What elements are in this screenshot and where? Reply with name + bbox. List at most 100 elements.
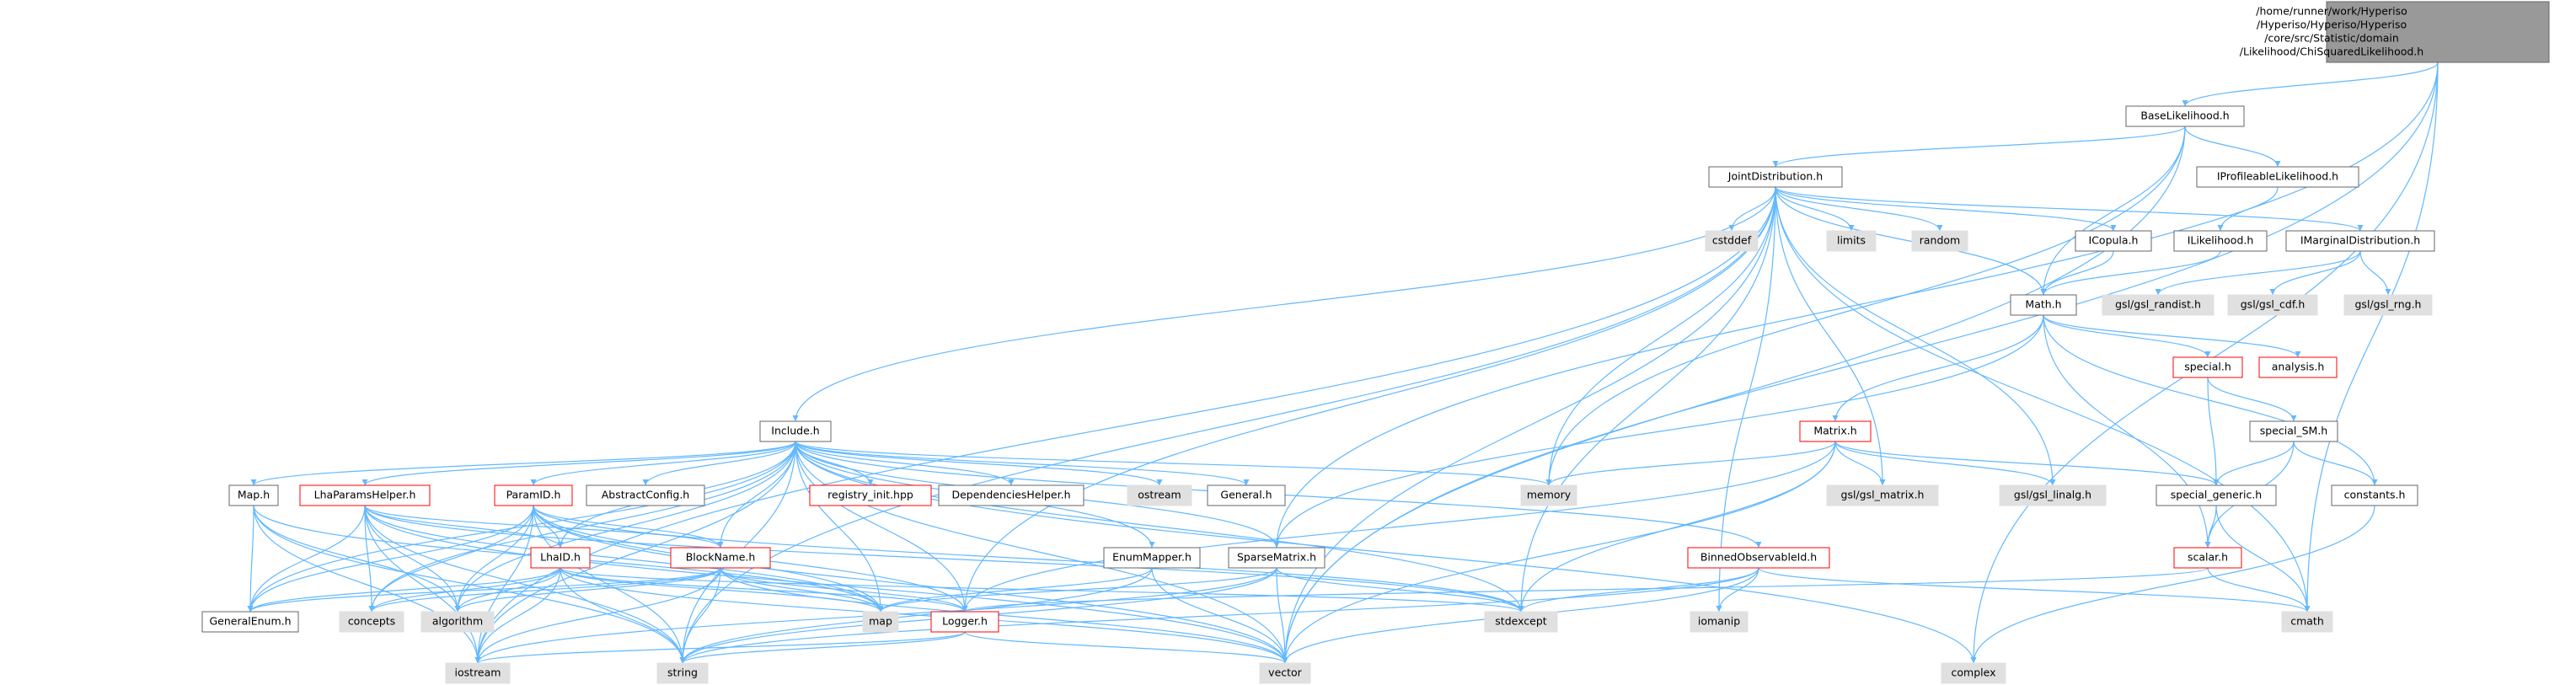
node-logger[interactable]: Logger.h <box>930 611 999 633</box>
arrowhead-mathh-to-matrix <box>1832 415 1839 421</box>
edge-include-to-iostream <box>477 441 796 664</box>
arrowhead-logger-to-vector <box>1282 657 1288 663</box>
node-label-blockname: BlockName.h <box>686 551 756 564</box>
node-analysis[interactable]: analysis.h <box>2258 356 2338 378</box>
edge-baselik-to-joint <box>1775 126 2186 168</box>
dependency-edges <box>247 62 2439 664</box>
edge-scalar-to-logger <box>964 567 2209 613</box>
edge-joint-to-cmath <box>1775 186 2308 613</box>
arrowhead-include-to-ostream <box>1156 479 1163 485</box>
edge-joint-to-random <box>1775 186 1941 232</box>
node-specialsm[interactable]: special_SM.h <box>2249 420 2338 442</box>
node-box-iostream <box>445 662 511 684</box>
arrowhead-joint-to-include <box>792 415 799 421</box>
node-box-mathh <box>2010 294 2077 316</box>
node-box-sparsematrix <box>1228 547 1325 569</box>
node-string: string <box>656 662 709 684</box>
node-label-general: General.h <box>1220 489 1272 501</box>
node-box-gslmatrix <box>1826 484 1939 506</box>
node-label-include: Include.h <box>771 425 819 437</box>
node-box-paramid <box>494 484 573 506</box>
edge-paramid-to-generalenum <box>249 505 534 613</box>
node-paramid[interactable]: ParamID.h <box>494 484 573 506</box>
node-mathh[interactable]: Math.h <box>2010 294 2077 316</box>
node-box-gslrandist <box>2102 294 2215 316</box>
edge-paramid-to-stdexcept <box>533 505 1522 613</box>
node-general[interactable]: General.h <box>1207 484 1286 506</box>
node-box-iomanip <box>1690 611 1749 633</box>
node-blockname[interactable]: BlockName.h <box>670 547 771 569</box>
edge-lhaparams-to-mapext <box>364 505 881 613</box>
node-ostream: ostream <box>1127 484 1192 506</box>
edge-joint-to-cstddef <box>1731 186 1776 232</box>
node-label-paramid: ParamID.h <box>506 489 561 501</box>
node-label-root: /Likelihood/ChiSquaredLikelihood.h <box>2240 45 2423 58</box>
node-joint[interactable]: JointDistribution.h <box>1708 166 1843 188</box>
node-registry[interactable]: registry_init.hpp <box>809 484 932 506</box>
node-root[interactable]: /home/runner/work/Hyperiso/Hyperiso/Hype… <box>2240 1 2550 63</box>
node-lhaparams[interactable]: LhaParamsHelper.h <box>299 484 431 506</box>
node-lhaid[interactable]: LhaID.h <box>530 547 591 569</box>
node-sparsematrix[interactable]: SparseMatrix.h <box>1228 547 1325 569</box>
node-label-gslmatrix: gsl/gsl_matrix.h <box>1841 489 1925 501</box>
edge-joint-to-vector <box>1284 186 1776 664</box>
node-label-mapdoc: Map.h <box>238 489 270 501</box>
arrowhead-binnedobs-to-stdexcept <box>1518 606 1524 612</box>
node-ilik[interactable]: ILikelihood.h <box>2173 230 2268 252</box>
arrowhead-logger-to-string <box>679 657 686 663</box>
node-box-dephelper <box>938 484 1084 506</box>
node-specialh[interactable]: special.h <box>2172 356 2243 378</box>
node-box-blockname <box>670 547 771 569</box>
node-iprof[interactable]: IProfileableLikelihood.h <box>2196 166 2359 188</box>
node-icopula[interactable]: ICopula.h <box>2075 230 2152 252</box>
node-imarg[interactable]: IMarginalDistribution.h <box>2285 230 2435 252</box>
node-constants[interactable]: constants.h <box>2331 484 2418 506</box>
node-dephelper[interactable]: DependenciesHelper.h <box>938 484 1084 506</box>
edge-binnedobs-to-cmath <box>1758 567 2308 613</box>
node-label-mathh: Math.h <box>2025 298 2061 311</box>
node-box-lhaid <box>530 547 591 569</box>
edge-include-to-ostream <box>795 441 1160 486</box>
edge-mathh-to-constants <box>2043 314 2375 486</box>
node-label-analysis: analysis.h <box>2272 361 2325 373</box>
edge-logger-to-vector <box>964 631 1286 664</box>
node-scalar[interactable]: scalar.h <box>2173 547 2242 569</box>
edge-logger-to-iostream <box>477 631 966 664</box>
edge-blockname-to-iostream <box>477 567 721 664</box>
node-label-algorithm: algorithm <box>432 615 483 628</box>
node-box-logger <box>930 611 999 633</box>
node-baselik[interactable]: BaseLikelihood.h <box>2125 105 2245 127</box>
edge-mapdoc-to-string <box>253 505 683 664</box>
node-gslcdf: gsl/gsl_cdf.h <box>2227 294 2318 316</box>
node-label-vector: vector <box>1268 666 1303 679</box>
node-abstractcfg[interactable]: AbstractConfig.h <box>586 484 705 506</box>
node-box-limits <box>1826 230 1877 252</box>
node-label-lhaid: LhaID.h <box>540 551 581 564</box>
edge-matrix-to-vector <box>1284 441 1836 664</box>
arrowhead-binnedobs-to-iomanip <box>1716 606 1722 612</box>
edge-include-to-lhaparams <box>364 441 796 486</box>
node-label-iostream: iostream <box>455 666 501 679</box>
node-enummapper[interactable]: EnumMapper.h <box>1103 547 1201 569</box>
edge-specialgen-to-scalar <box>2207 505 2217 549</box>
node-generalenum[interactable]: GeneralEnum.h <box>201 611 299 633</box>
node-binnedobs[interactable]: BinnedObservableId.h <box>1687 547 1830 569</box>
node-label-scalar: scalar.h <box>2188 551 2228 564</box>
node-include[interactable]: Include.h <box>759 420 832 442</box>
node-label-imarg: IMarginalDistribution.h <box>2300 234 2420 247</box>
edge-sparsematrix-to-vector <box>1276 567 1286 664</box>
node-vector: vector <box>1259 662 1311 684</box>
node-label-logger: Logger.h <box>942 615 988 628</box>
node-mapdoc[interactable]: Map.h <box>228 484 279 506</box>
arrowhead-include-to-mapdoc <box>250 479 257 485</box>
edge-include-to-general <box>795 441 1247 486</box>
node-specialgen[interactable]: special_generic.h <box>2156 484 2277 506</box>
node-matrix[interactable]: Matrix.h <box>1799 420 1872 442</box>
node-algorithm: algorithm <box>420 611 495 633</box>
edge-matrix-to-logger <box>964 441 1836 613</box>
edge-specialh-to-specialgen <box>2207 377 2217 486</box>
edge-include-to-logger <box>795 441 966 613</box>
node-box-general <box>1207 484 1286 506</box>
arrowhead-joint-to-icopula <box>2110 225 2117 231</box>
